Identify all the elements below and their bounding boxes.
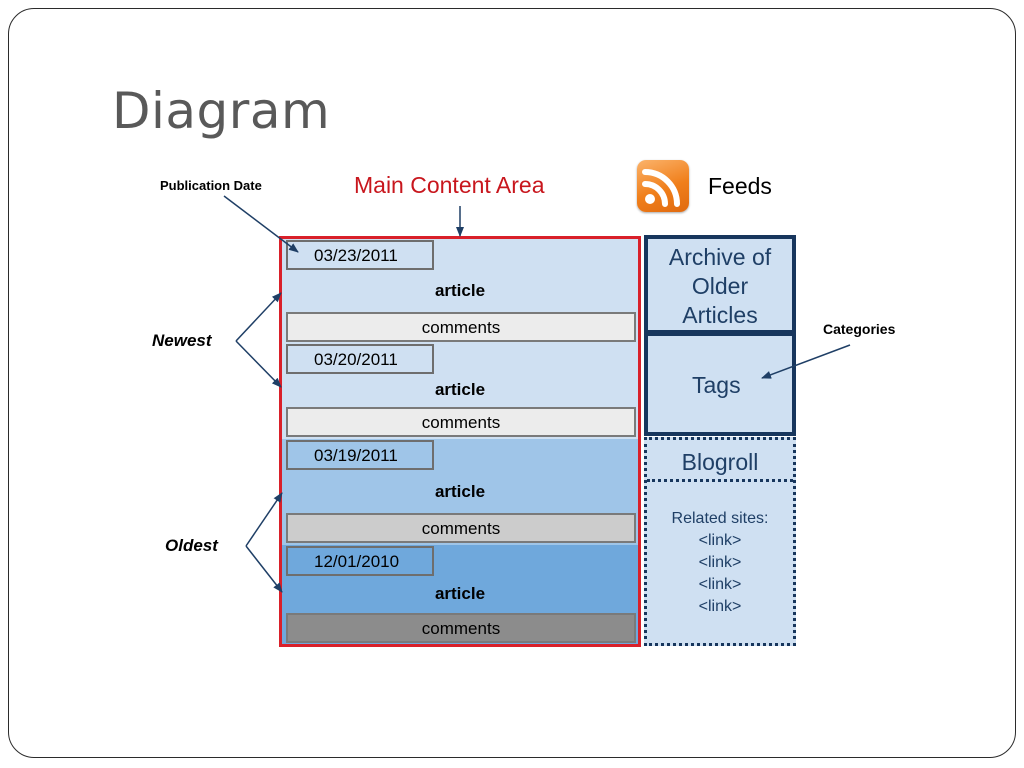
publication-date-box: 03/23/2011: [286, 240, 434, 270]
blog-entry: 12/01/2010 article comments: [282, 545, 638, 644]
blogroll-link: <link>: [698, 576, 742, 593]
blog-entry: 03/19/2011 article comments: [282, 439, 638, 545]
archive-line: Articles: [682, 302, 758, 328]
article-label: article: [434, 281, 486, 300]
rss-icon: [637, 160, 689, 212]
feeds-label: Feeds: [708, 173, 772, 199]
archive-line: Archive of: [668, 244, 772, 270]
newest-bracket-arrow: [235, 292, 282, 342]
blogroll-box: Blogroll Related sites: <link> <link> <l…: [644, 437, 796, 646]
tags-box: Tags: [644, 332, 796, 436]
publication-date-box: 03/19/2011: [286, 440, 434, 470]
publication-date-box: 12/01/2010: [286, 546, 434, 576]
categories-label: Categories: [823, 321, 896, 337]
related-sites-label: Related sites:: [671, 510, 769, 527]
categories-arrow: [761, 344, 851, 379]
blogroll-link: <link>: [698, 598, 742, 615]
publication-date-box: 03/20/2011: [286, 344, 434, 374]
blogroll-link: <link>: [698, 532, 742, 549]
oldest-bracket-arrow: [245, 545, 283, 593]
publication-date-label: Publication Date: [160, 178, 262, 193]
publication-date-arrow: [223, 195, 299, 253]
related-sites-list: Related sites: <link> <link> <link> <lin…: [647, 508, 793, 618]
comments-box: comments: [286, 312, 636, 342]
archive-line: Older: [691, 273, 749, 299]
blogroll-title: Blogroll: [647, 440, 793, 482]
article-label: article: [434, 584, 486, 603]
archive-box: Archive of Older Articles: [644, 235, 796, 334]
blog-entry: 03/20/2011 article comments: [282, 343, 638, 439]
main-content-area: 03/23/2011 article comments 03/20/2011 a…: [279, 236, 641, 647]
comments-box: comments: [286, 407, 636, 437]
newest-label: Newest: [152, 331, 212, 350]
comments-box: comments: [286, 613, 636, 643]
comments-box: comments: [286, 513, 636, 543]
oldest-label: Oldest: [165, 536, 218, 555]
tags-label: Tags: [692, 372, 741, 398]
blog-entry: 03/23/2011 article comments: [282, 239, 638, 342]
newest-bracket-arrow: [235, 340, 282, 388]
article-label: article: [434, 380, 486, 399]
main-content-area-label: Main Content Area: [354, 172, 545, 198]
article-label: article: [434, 482, 486, 501]
slide-title: Diagram: [112, 82, 331, 140]
oldest-bracket-arrow: [245, 492, 283, 547]
blogroll-link: <link>: [698, 554, 742, 571]
